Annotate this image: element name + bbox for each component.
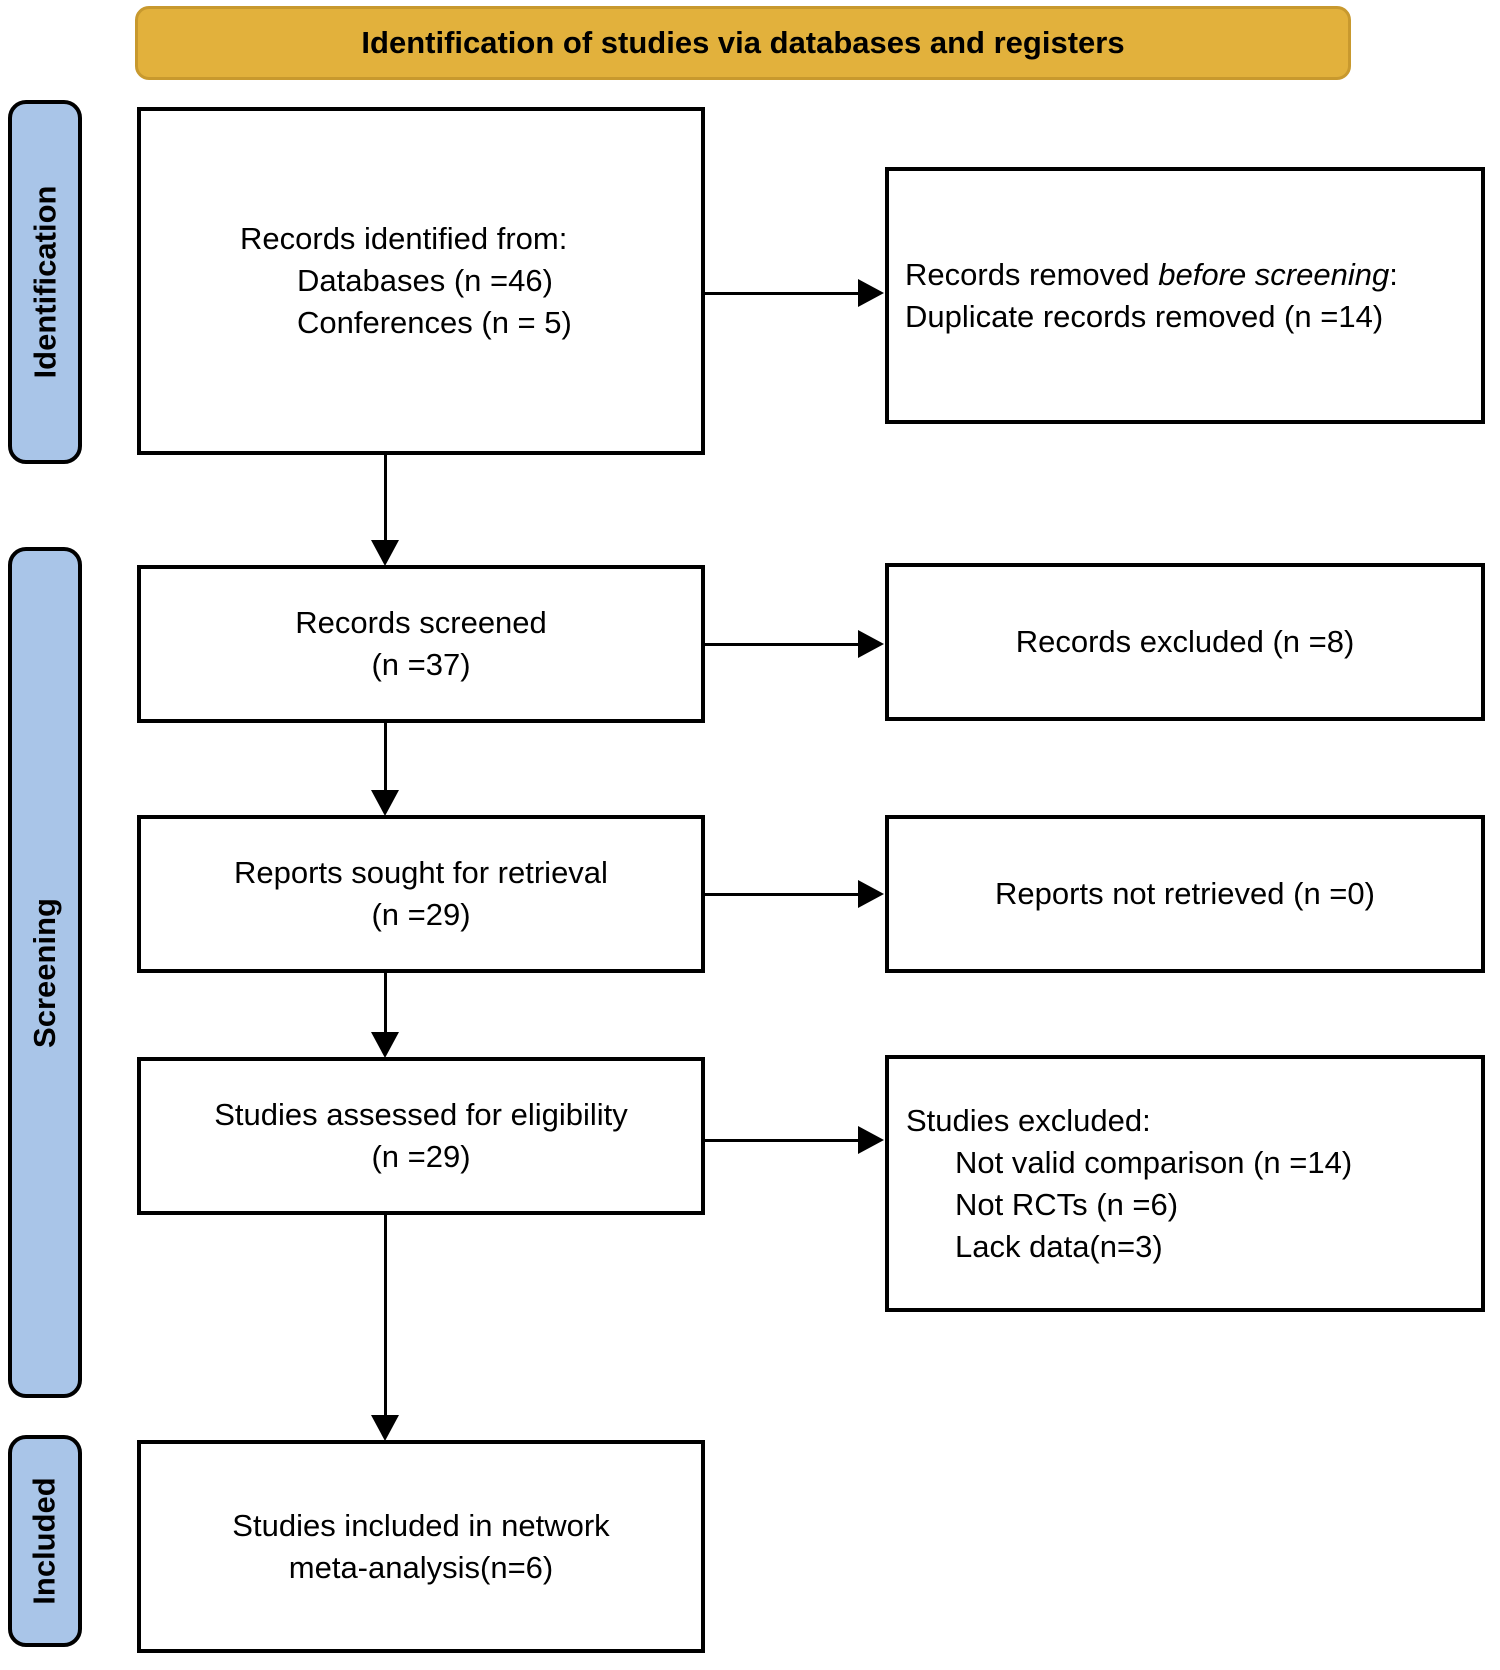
records-screened-line1: Records screened <box>295 605 547 640</box>
arrow-right-sought-to-not-retrieved <box>705 880 884 908</box>
records-removed-line1: Records removed before screening: <box>905 254 1473 296</box>
diagram-title: Identification of studies via databases … <box>361 25 1125 60</box>
arrow-head-icon <box>858 880 884 908</box>
records-identified-title: Records identified from: <box>240 221 568 256</box>
box-studies-included: Studies included in network meta-analysi… <box>137 1440 705 1653</box>
records-removed-prefix: Records removed <box>905 256 1159 292</box>
records-removed-suffix: : <box>1389 256 1398 292</box>
studies-excluded-reason-3: Lack data(n=3) <box>955 1228 1163 1264</box>
arrow-head-icon <box>858 1126 884 1154</box>
arrow-shaft <box>383 723 387 792</box>
records-identified-conferences: Conferences (n = 5) <box>297 305 572 340</box>
phase-tab-identification: Identification <box>8 100 82 464</box>
phase-tab-included-label: Included <box>27 1477 63 1605</box>
arrow-right-screened-to-excluded <box>705 630 884 658</box>
reports-sought-line1: Reports sought for retrieval <box>234 855 608 890</box>
arrow-down-sought-to-assessed <box>371 973 399 1058</box>
arrow-shaft <box>705 892 860 896</box>
arrow-head-icon <box>371 790 399 816</box>
records-removed-line2: Duplicate records removed (n =14) <box>905 298 1384 334</box>
studies-assessed-count: (n =29) <box>371 1139 471 1174</box>
arrow-head-icon <box>858 630 884 658</box>
arrow-down-identified-to-screened <box>371 455 399 566</box>
arrow-shaft <box>705 1138 860 1142</box>
arrow-down-screened-to-sought <box>371 723 399 816</box>
records-removed-italic: before screening <box>1158 256 1390 292</box>
arrow-shaft <box>383 455 387 542</box>
studies-included-line1: Studies included in network <box>232 1507 610 1543</box>
records-identified-databases: Databases (n =46) <box>297 263 553 298</box>
arrow-right-identified-to-removed <box>705 279 884 307</box>
box-studies-assessed: Studies assessed for eligibility (n =29) <box>137 1057 705 1215</box>
arrow-down-assessed-to-included <box>371 1215 399 1441</box>
arrow-right-assessed-to-studies-excluded <box>705 1126 884 1154</box>
reports-sought-count: (n =29) <box>371 897 471 932</box>
studies-assessed-line1: Studies assessed for eligibility <box>214 1097 628 1132</box>
studies-included-line2: meta-analysis(n=6) <box>288 1549 554 1585</box>
diagram-title-banner: Identification of studies via databases … <box>135 6 1351 80</box>
box-reports-sought: Reports sought for retrieval (n =29) <box>137 815 705 973</box>
box-records-identified: Records identified from: Databases (n =4… <box>137 107 705 455</box>
box-reports-not-retrieved: Reports not retrieved (n =0) <box>885 815 1485 973</box>
studies-excluded-title: Studies excluded: <box>906 1102 1151 1138</box>
arrow-head-icon <box>858 279 884 307</box>
arrow-head-icon <box>371 1032 399 1058</box>
phase-tab-screening: Screening <box>8 547 82 1398</box>
phase-tab-identification-label: Identification <box>27 185 63 379</box>
box-records-screened: Records screened (n =37) <box>137 565 705 723</box>
box-records-excluded: Records excluded (n =8) <box>885 563 1485 721</box>
phase-tab-included: Included <box>8 1435 82 1647</box>
records-excluded-text: Records excluded (n =8) <box>1015 624 1355 659</box>
arrow-shaft <box>383 1215 387 1417</box>
arrow-shaft <box>705 291 860 295</box>
arrow-shaft <box>705 642 860 646</box>
arrow-shaft <box>383 973 387 1034</box>
arrow-head-icon <box>371 1415 399 1441</box>
box-studies-excluded: Studies excluded: Not valid comparison (… <box>885 1055 1485 1312</box>
box-records-removed: Records removed before screening: Duplic… <box>885 167 1485 424</box>
arrow-head-icon <box>371 540 399 566</box>
records-screened-count: (n =37) <box>371 647 471 682</box>
studies-excluded-reason-1: Not valid comparison (n =14) <box>955 1144 1353 1180</box>
studies-excluded-reason-2: Not RCTs (n =6) <box>955 1186 1179 1222</box>
reports-not-retrieved-text: Reports not retrieved (n =0) <box>995 876 1375 911</box>
phase-tab-screening-label: Screening <box>27 897 63 1048</box>
